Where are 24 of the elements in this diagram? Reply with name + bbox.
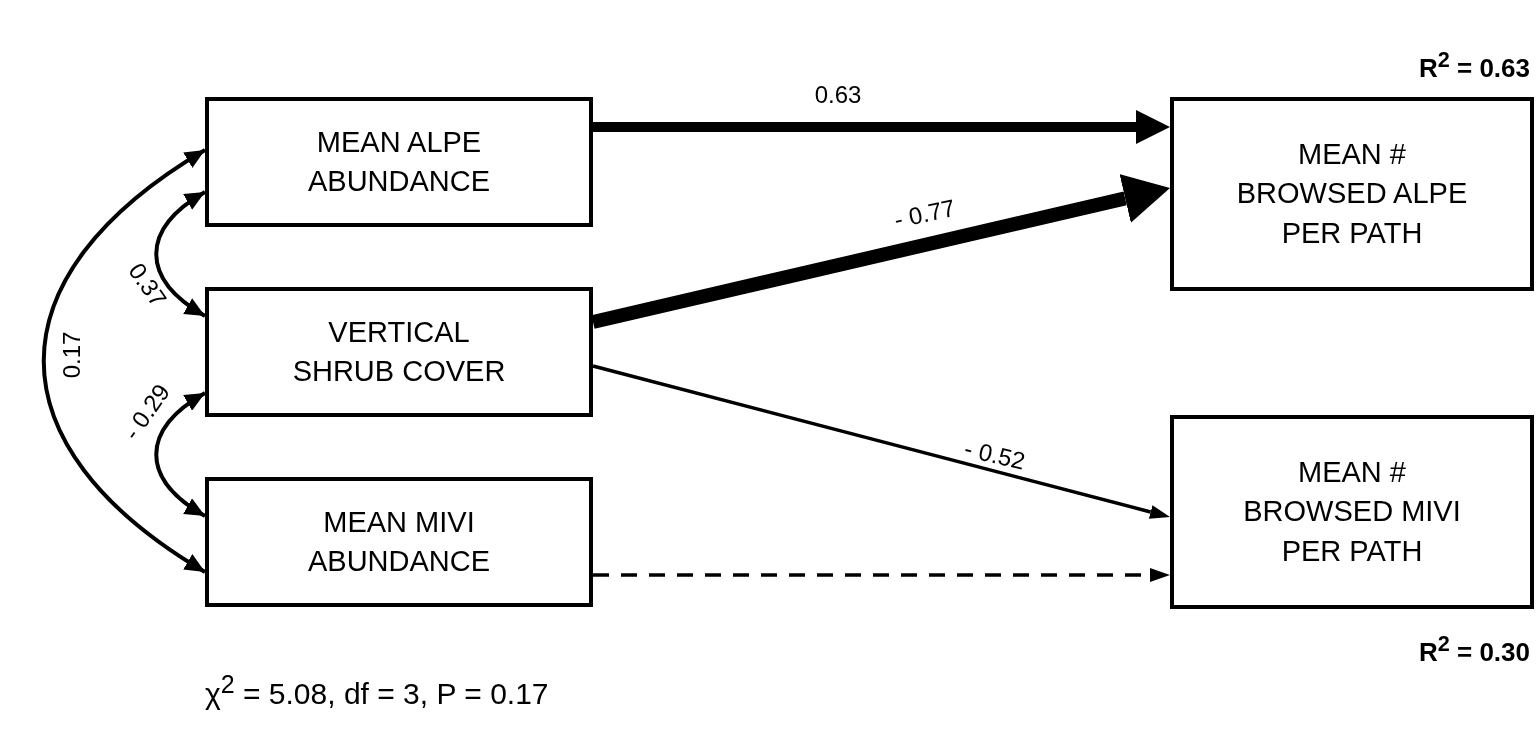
variable-box [205,477,593,607]
variable-box [205,287,593,417]
variable-label: VERTICAL SHRUB COVER [291,314,507,389]
dashed-arrow [593,568,1170,582]
variable-label: MEAN # BROWSED ALPE PER PATH [1235,137,1469,251]
double-headed-arrow [154,190,207,318]
path-coefficient: 0.37 [122,257,172,313]
variable-box [1170,97,1534,291]
r-squared-label: R$^{2}$ = 0.30 [1418,631,1530,668]
path-coefficient: - 0.77 [892,193,958,235]
variable-label: MEAN MIVI ABUNDANCE [306,504,492,579]
variable-box [1170,415,1534,609]
r-squared-label: R$^{2}$ = 0.63 [1418,47,1530,84]
fit-statistics: χ$^{2}$ = 5.08, df = 3, P = 0.17 [205,670,549,711]
path-coefficient: 0.17 [58,331,86,379]
path-coefficient: 0.63 [814,81,862,109]
double-headed-arrow [154,391,207,518]
double-headed-arrow [42,148,207,574]
path-coefficient: - 0.52 [961,434,1029,476]
variable-box [205,97,593,227]
arrow [593,110,1170,144]
variable-label: MEAN ALPE ABUNDANCE [306,124,492,199]
variable-label: MEAN # BROWSED MIVI PER PATH [1242,455,1462,569]
arrow [592,364,1170,519]
